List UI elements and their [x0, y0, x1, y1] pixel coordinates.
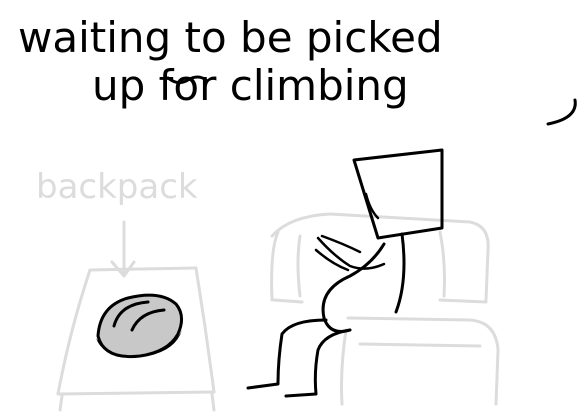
backpack-icon: [96, 293, 183, 359]
armchair-sketch: [270, 212, 500, 406]
caption-line-1: waiting to be picked: [18, 13, 443, 62]
caption-line-2: up for climbing: [92, 61, 409, 110]
caption-swoosh: [166, 75, 208, 85]
backpack-label: backpack: [36, 167, 198, 207]
label-arrow-head: [110, 260, 136, 278]
caption-g-tail: [546, 98, 577, 126]
stick-figure: [246, 148, 444, 398]
table-sketch: [56, 266, 216, 412]
